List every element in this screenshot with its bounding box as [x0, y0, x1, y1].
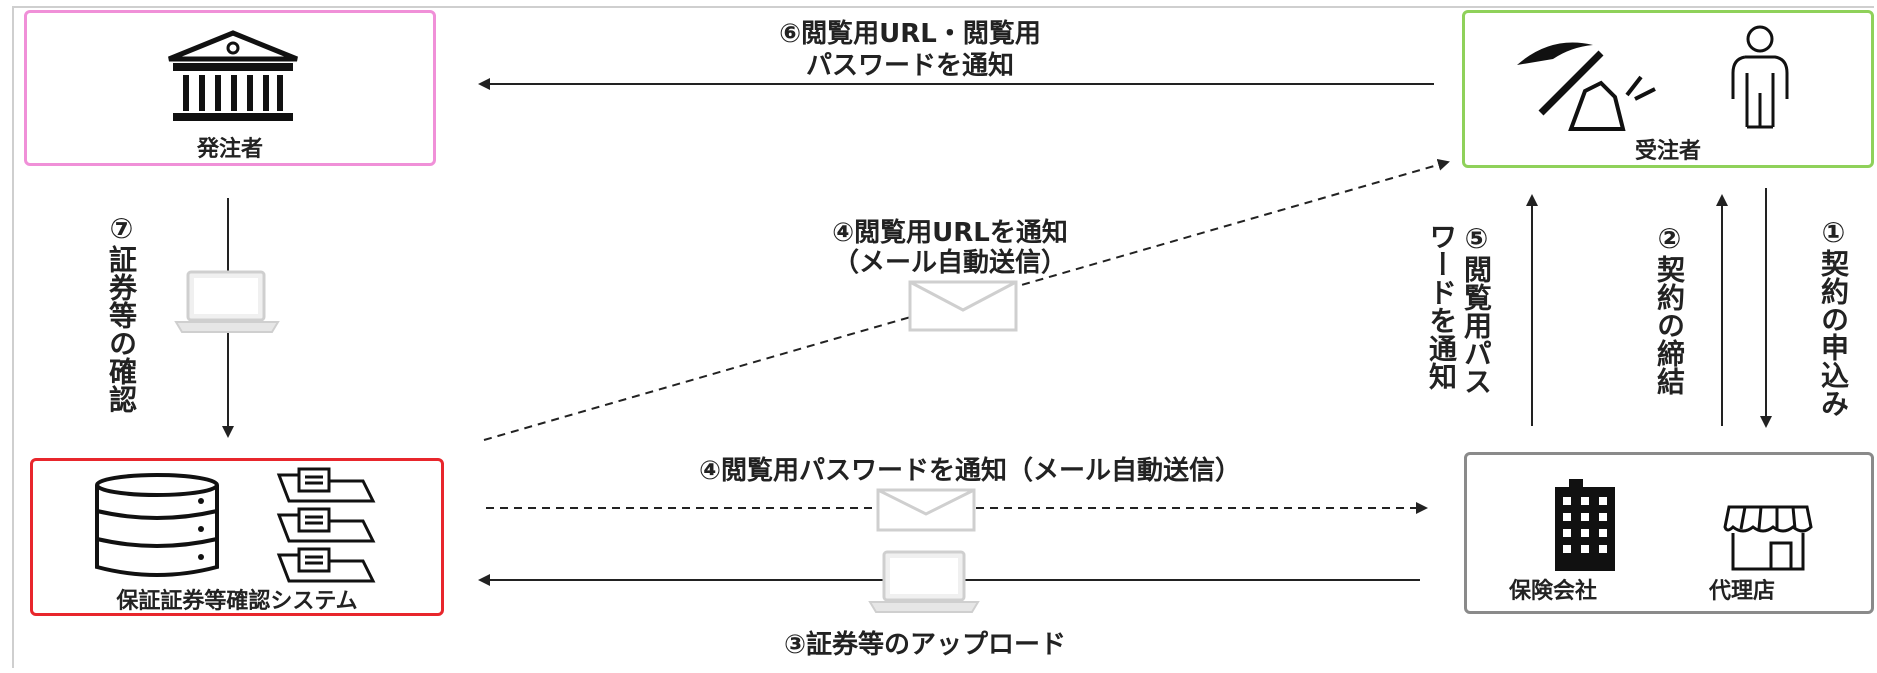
- contractor-node: 受注者: [1462, 10, 1874, 168]
- mail-icon: [908, 280, 1018, 332]
- office-building-icon: [1555, 479, 1615, 571]
- step6-label: ⑥閲覧用URL・閲覧用 パスワードを通知: [690, 18, 1130, 82]
- step6-label-line2: パスワードを通知: [805, 51, 1014, 81]
- step4-url-label: ④閲覧用URLを通知 （メール自動送信）: [740, 218, 1160, 278]
- step3-label: ③証券等のアップロード: [783, 630, 1066, 660]
- person-icon: [1731, 25, 1789, 129]
- step5-label: ⑤閲覧用パスワードを通知: [1424, 222, 1494, 395]
- storefront-icon: [1723, 505, 1813, 571]
- step1-number: ①: [1817, 216, 1850, 249]
- step2-number: ②: [1653, 222, 1686, 255]
- step7-label: ⑦証券等の確認: [104, 212, 139, 413]
- system-node: 保証証券等確認システム: [30, 458, 444, 616]
- step5-number: ⑤: [1460, 222, 1493, 255]
- step4-password-label: ④閲覧用パスワードを通知（メール自動送信）: [698, 456, 1241, 486]
- pickaxe-icon: [1517, 42, 1656, 131]
- diagram-frame: [12, 6, 1874, 668]
- step6-label-line1: ⑥閲覧用URL・閲覧用: [779, 19, 1041, 49]
- step5-text-line1: 閲覧用パス: [1460, 255, 1493, 395]
- orderer-node: 発注者: [24, 10, 436, 166]
- step4-url-label-line2: （メール自動送信）: [832, 248, 1067, 278]
- document-folders-icon: [276, 467, 376, 583]
- step7-text: 証券等の確認: [105, 245, 138, 413]
- step4-url-label-line1: ④閲覧用URLを通知: [832, 218, 1068, 248]
- insurer-node: 保険会社 代理店: [1464, 452, 1874, 614]
- laptop-icon: [174, 270, 280, 333]
- government-building-icon: [168, 30, 298, 121]
- step7-number: ⑦: [105, 212, 138, 245]
- insurer-company-label: 保険会社: [1509, 579, 1598, 604]
- step5-text-line2: ワードを通知: [1425, 222, 1458, 390]
- step2-label: ②契約の締結: [1652, 222, 1687, 395]
- orderer-label: 発注者: [196, 137, 263, 162]
- step1-label: ①契約の申込み: [1816, 216, 1851, 417]
- step2-text: 契約の締結: [1653, 255, 1686, 395]
- database-icon: [95, 473, 219, 577]
- step1-text: 契約の申込み: [1817, 249, 1850, 417]
- laptop-icon: [868, 550, 980, 613]
- mail-icon: [876, 488, 976, 532]
- system-label: 保証証券等確認システム: [116, 589, 358, 614]
- insurer-agency-label: 代理店: [1709, 579, 1776, 604]
- contractor-label: 受注者: [1634, 139, 1701, 164]
